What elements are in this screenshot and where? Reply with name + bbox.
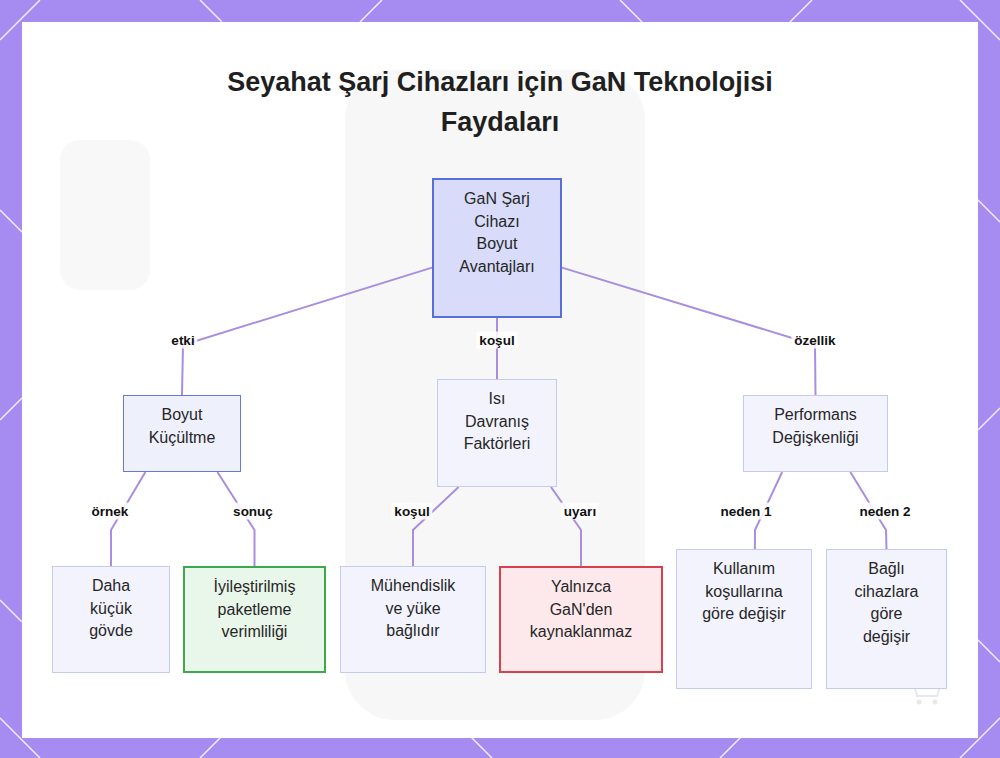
node-label: Kullanım koşullarına göre değişir bbox=[701, 558, 787, 626]
edge-label: sonuç bbox=[230, 503, 276, 520]
connector-line bbox=[551, 487, 581, 566]
panel bbox=[22, 22, 978, 738]
edge-label: özellik bbox=[791, 332, 838, 349]
node-label: İyileştirilmiş paketleme verimliliği bbox=[203, 576, 306, 644]
concept-box: GaN Şarj Cihazı Boyut Avantajları bbox=[432, 178, 562, 318]
concept-box: Isı Davranış Faktörleri bbox=[437, 379, 557, 487]
edge-label: neden 1 bbox=[717, 503, 774, 520]
node-label: Daha küçük gövde bbox=[73, 575, 149, 643]
node-label: GaN Şarj Cihazı Boyut Avantajları bbox=[457, 188, 537, 278]
edge-label: neden 2 bbox=[856, 503, 913, 520]
concept-box: Performans Değişkenliği bbox=[743, 395, 888, 472]
edge-label: örnek bbox=[89, 503, 132, 520]
node-label: Mühendislik ve yüke bağlıdır bbox=[363, 575, 463, 643]
node-label: Yalnızca GaN'den kaynaklanmaz bbox=[527, 576, 635, 644]
node-label: Bağlı cihazlara göre değişir bbox=[847, 558, 926, 648]
node-label: Isı Davranış Faktörleri bbox=[459, 388, 535, 456]
diagram-title: Seyahat Şarj Cihazları için GaN Teknoloj… bbox=[200, 62, 800, 142]
concept-box: Mühendislik ve yüke bağlıdır bbox=[340, 566, 486, 673]
concept-box: İyileştirilmiş paketleme verimliliği bbox=[183, 566, 326, 673]
edge-label: koşul bbox=[476, 332, 517, 349]
edge-label: koşul bbox=[391, 503, 432, 520]
connector-line bbox=[562, 268, 816, 395]
connector-line bbox=[496, 318, 498, 379]
connector-line bbox=[413, 487, 459, 566]
concept-box: Daha küçük gövde bbox=[52, 566, 170, 673]
concept-box: Bağlı cihazlara göre değişir bbox=[826, 549, 947, 689]
concept-box: Yalnızca GaN'den kaynaklanmaz bbox=[499, 566, 663, 673]
connector-line bbox=[182, 268, 432, 395]
edge-label: uyarı bbox=[561, 503, 599, 520]
concept-box: Boyut Küçültme bbox=[123, 395, 241, 472]
node-label: Boyut Küçültme bbox=[139, 404, 225, 449]
concept-box: Kullanım koşullarına göre değişir bbox=[676, 549, 812, 689]
edge-label: etki bbox=[168, 332, 197, 349]
node-label: Performans Değişkenliği bbox=[759, 404, 872, 449]
faded-photo bbox=[60, 140, 150, 290]
